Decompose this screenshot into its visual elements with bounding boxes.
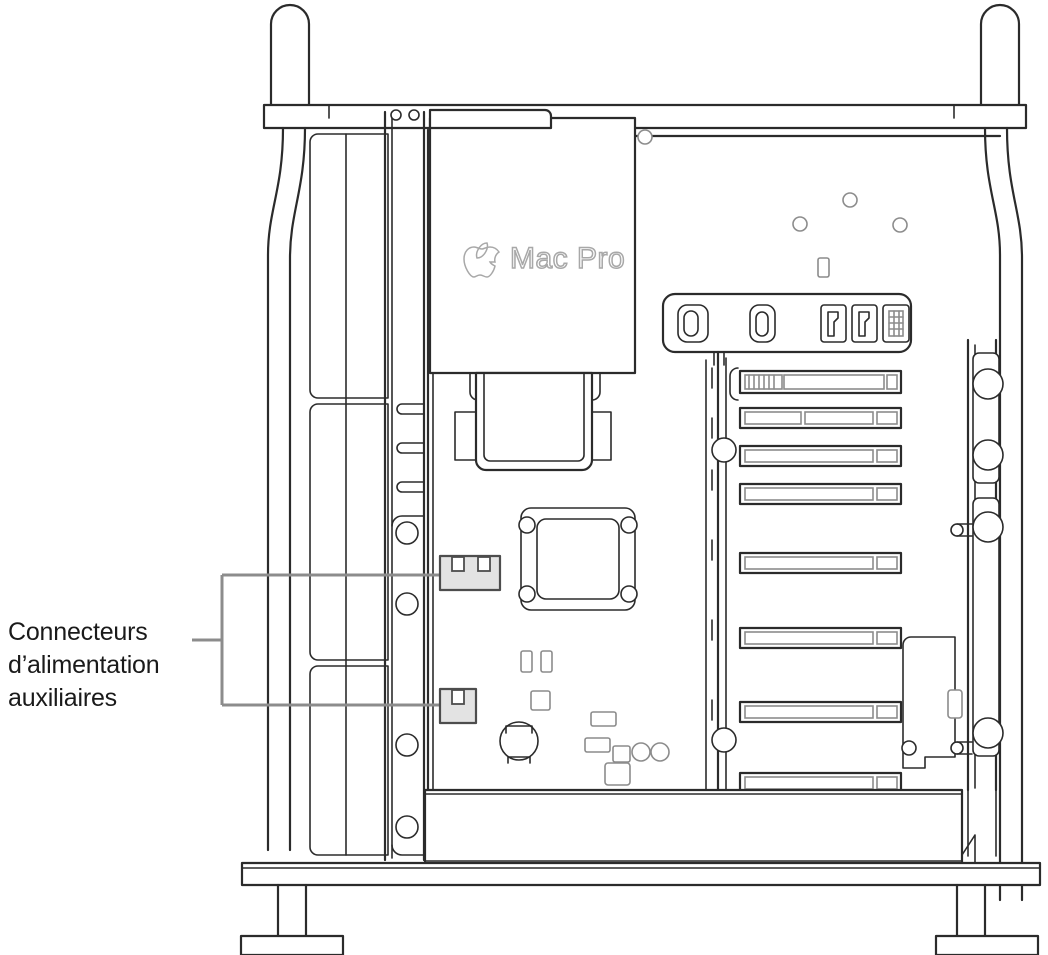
handle-left-leg — [266, 126, 307, 852]
pcie-slot-4 — [738, 482, 903, 506]
foot-right — [934, 883, 1040, 955]
pcie-slots — [738, 369, 903, 795]
board-components — [499, 650, 670, 786]
auxiliary-power-connector-upper[interactable] — [438, 554, 502, 592]
apple-logo-icon — [463, 242, 501, 278]
coin-battery-icon — [499, 721, 539, 764]
port-rounded-rect — [677, 304, 709, 343]
callout-line-1: Connecteurs — [8, 618, 148, 646]
callout-line-3: auxiliaires — [8, 684, 117, 712]
device-logo-text: Mac Pro — [510, 242, 625, 275]
port-usb-a-1 — [820, 304, 847, 343]
pcie-slot-6 — [738, 626, 903, 650]
base-plate — [240, 861, 1042, 887]
left-mounting-rail — [383, 110, 426, 862]
handle-right-leg — [983, 126, 1024, 902]
port-usb-c — [749, 304, 776, 343]
foot-left — [239, 883, 345, 955]
port-ethernet — [882, 304, 910, 343]
callout-leader-bracket — [192, 573, 458, 707]
callout-label: Connecteurs d’alimentation auxiliaires — [8, 616, 208, 715]
pcie-slot-7 — [738, 700, 903, 724]
pcie-backplane-rail — [705, 350, 739, 792]
top-rail — [262, 103, 1028, 130]
power-supply-module: Mac Pro — [390, 108, 637, 472]
bottom-housing-bar — [423, 788, 976, 867]
right-mounting-bracket — [950, 338, 1004, 857]
port-usb-a-2 — [851, 304, 878, 343]
expansion-card-bracket — [901, 636, 963, 769]
io-port-cluster — [661, 292, 913, 366]
pcie-slot-1 — [738, 369, 903, 395]
callout-line-2: d’alimentation — [8, 651, 160, 679]
pcie-slot-2 — [738, 406, 903, 430]
pcie-slot-5 — [738, 551, 903, 575]
pcie-slot-3 — [738, 444, 903, 468]
handle-right — [979, 3, 1021, 120]
standoff-holes — [637, 129, 908, 278]
auxiliary-power-connector-lower[interactable] — [438, 687, 478, 725]
handle-left — [269, 3, 311, 120]
chassis-left-panels — [309, 133, 389, 856]
cpu-socket-bracket — [518, 507, 638, 611]
